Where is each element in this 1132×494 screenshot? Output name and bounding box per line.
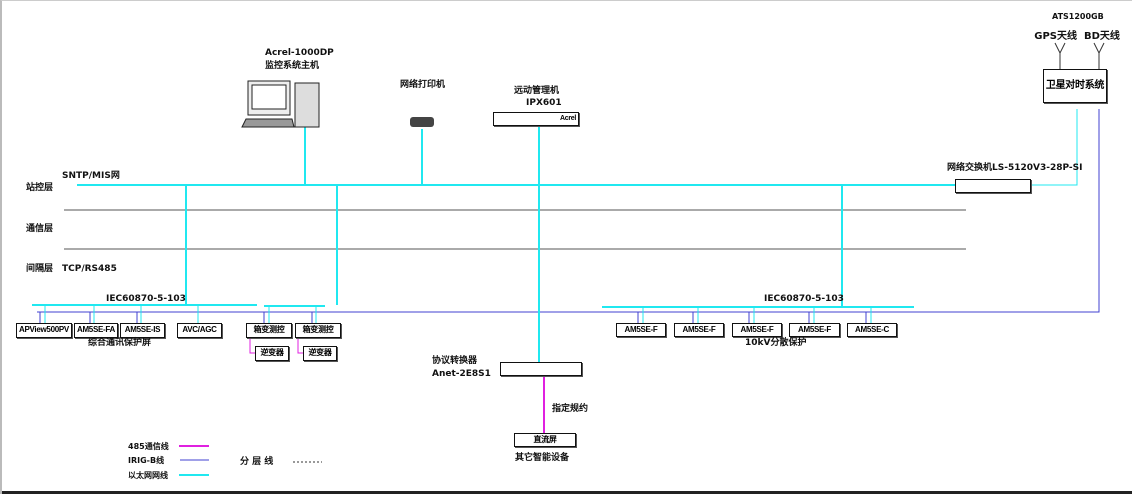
- brand-label: Acrel: [559, 115, 576, 122]
- dc-panel-box: 直流屏: [514, 433, 576, 447]
- iec-left-label: IEC60870-5-103: [106, 294, 186, 304]
- bd-antenna-label: BD天线: [1084, 31, 1120, 42]
- device-box: 箱变测控: [246, 323, 292, 338]
- telecontrol-device: Acrel: [493, 112, 579, 126]
- irigb-drops: [39, 312, 867, 323]
- computer-icon: [241, 80, 320, 128]
- left-group-label: 综合通讯保护屏: [88, 338, 152, 348]
- telecontrol-model: IPX601: [526, 98, 562, 108]
- gps-antenna-label: GPS天线: [1034, 31, 1077, 42]
- device-box: AM5SE-F: [732, 323, 782, 337]
- sntp-label: SNTP/MIS网: [62, 171, 120, 181]
- printer-name: 网络打印机: [400, 80, 446, 90]
- protocol-label: 指定规约: [552, 404, 589, 414]
- legend-ethernet: 以太网网线: [128, 471, 168, 480]
- telecontrol-name: 远动管理机: [514, 86, 560, 96]
- dc-label: 其它智能设备: [515, 453, 570, 463]
- device-box: 箱变测控: [295, 323, 341, 338]
- iec-right-label: IEC60870-5-103: [764, 294, 844, 304]
- converter-device: [500, 362, 582, 376]
- legend-rs485: 485通信线: [128, 442, 169, 451]
- switch-device: [955, 179, 1031, 193]
- legend-layer-line: 分 层 线: [240, 457, 274, 467]
- gps-model: ATS1200GB: [1052, 12, 1104, 21]
- layer-label-station: 站控层: [26, 183, 54, 193]
- ethernet-lines: [32, 127, 957, 363]
- legend-irigb: IRIG-B线: [128, 456, 165, 465]
- antenna-icons: [1054, 42, 1105, 69]
- right-group-label: 10kV分散保护: [745, 338, 807, 348]
- device-box: APView500PV: [16, 323, 72, 338]
- satellite-timing-box: 卫星对时系统: [1043, 69, 1107, 103]
- host-name: 监控系统主机: [265, 61, 320, 71]
- ethernet-drops: [44, 109, 1078, 323]
- printer-icon: [410, 117, 434, 127]
- layer-label-bay: 间隔层: [26, 264, 54, 274]
- converter-model: Anet-2E8S1: [432, 369, 491, 379]
- device-box: AM5SE-C: [847, 323, 897, 337]
- inverter-box: 逆变器: [255, 346, 289, 361]
- layer-label-comm: 通信层: [26, 224, 54, 234]
- device-box: AM5SE-IS: [120, 323, 165, 338]
- device-box: AM5SE-FA: [74, 323, 118, 338]
- rs485-lines: [249, 337, 545, 433]
- device-box: AM5SE-F: [616, 323, 666, 337]
- inverter-box: 逆变器: [303, 346, 337, 361]
- device-box: AM5SE-F: [789, 323, 840, 337]
- switch-name: 网络交换机LS-5120V3-28P-SI: [947, 163, 1083, 173]
- irigb-line: [37, 109, 1100, 313]
- legend-lines: [179, 445, 322, 476]
- host-model: Acrel-1000DP: [265, 48, 334, 58]
- tcp-label: TCP/RS485: [62, 264, 117, 274]
- converter-name: 协议转换器: [432, 356, 478, 366]
- device-box: AVC/AGC: [177, 323, 222, 338]
- device-box: AM5SE-F: [674, 323, 724, 337]
